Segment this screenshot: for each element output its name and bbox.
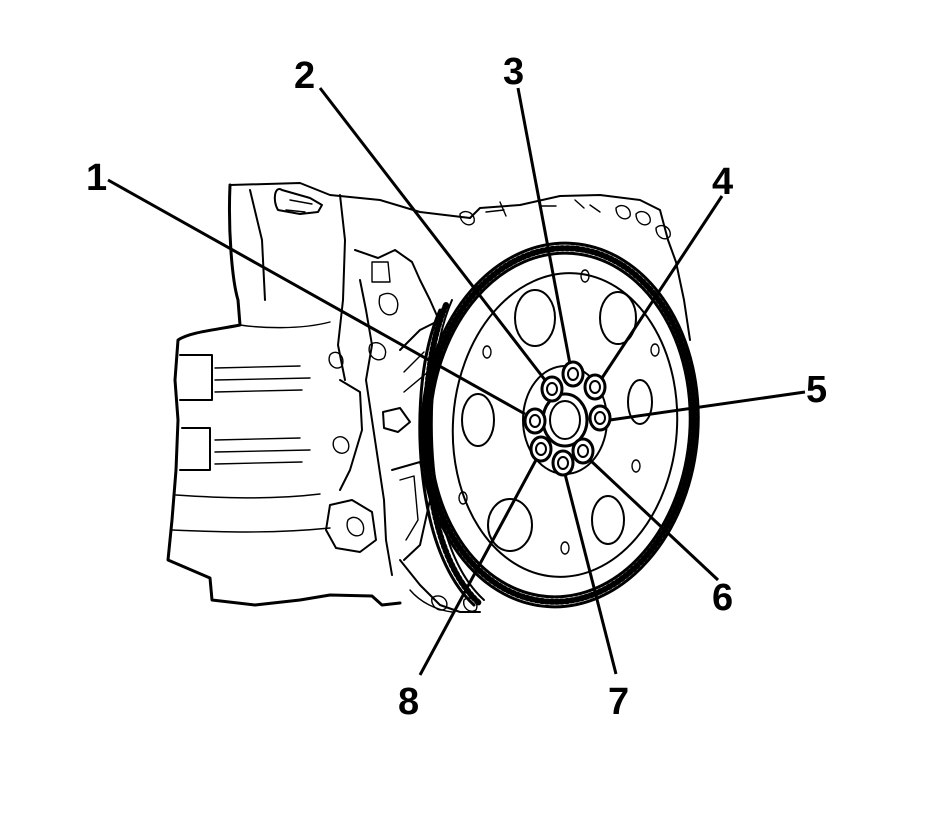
callout-labels: 1 2 3 4 5 6 7 8 <box>86 51 827 723</box>
bolt-2 <box>540 375 564 403</box>
leader-line-1 <box>107 178 526 416</box>
leader-lines <box>107 87 806 676</box>
leader-line-2 <box>318 87 547 381</box>
leader-line-5 <box>609 390 806 422</box>
leader-line-8 <box>418 459 538 676</box>
flywheel <box>418 241 700 609</box>
leader-line-4 <box>600 195 724 379</box>
callout-4: 4 <box>712 161 733 203</box>
leader-line-7 <box>563 473 618 675</box>
callout-8: 8 <box>398 681 419 723</box>
bolt-5 <box>588 404 612 432</box>
leader-line-6 <box>588 458 720 582</box>
bolt-3 <box>561 360 585 388</box>
flywheel-bolts <box>523 360 612 477</box>
engine-block <box>166 182 691 613</box>
callout-6: 6 <box>712 577 733 619</box>
callout-5: 5 <box>806 369 827 411</box>
bolt-8 <box>529 435 553 463</box>
bolt-7 <box>551 449 575 477</box>
callout-3: 3 <box>503 51 524 93</box>
callout-7: 7 <box>608 681 629 723</box>
leader-line-3 <box>516 87 572 365</box>
bolt-4 <box>583 373 607 401</box>
callout-1: 1 <box>86 157 107 199</box>
callout-2: 2 <box>294 55 315 97</box>
bolt-1 <box>523 407 547 435</box>
bolt-6 <box>571 437 595 465</box>
